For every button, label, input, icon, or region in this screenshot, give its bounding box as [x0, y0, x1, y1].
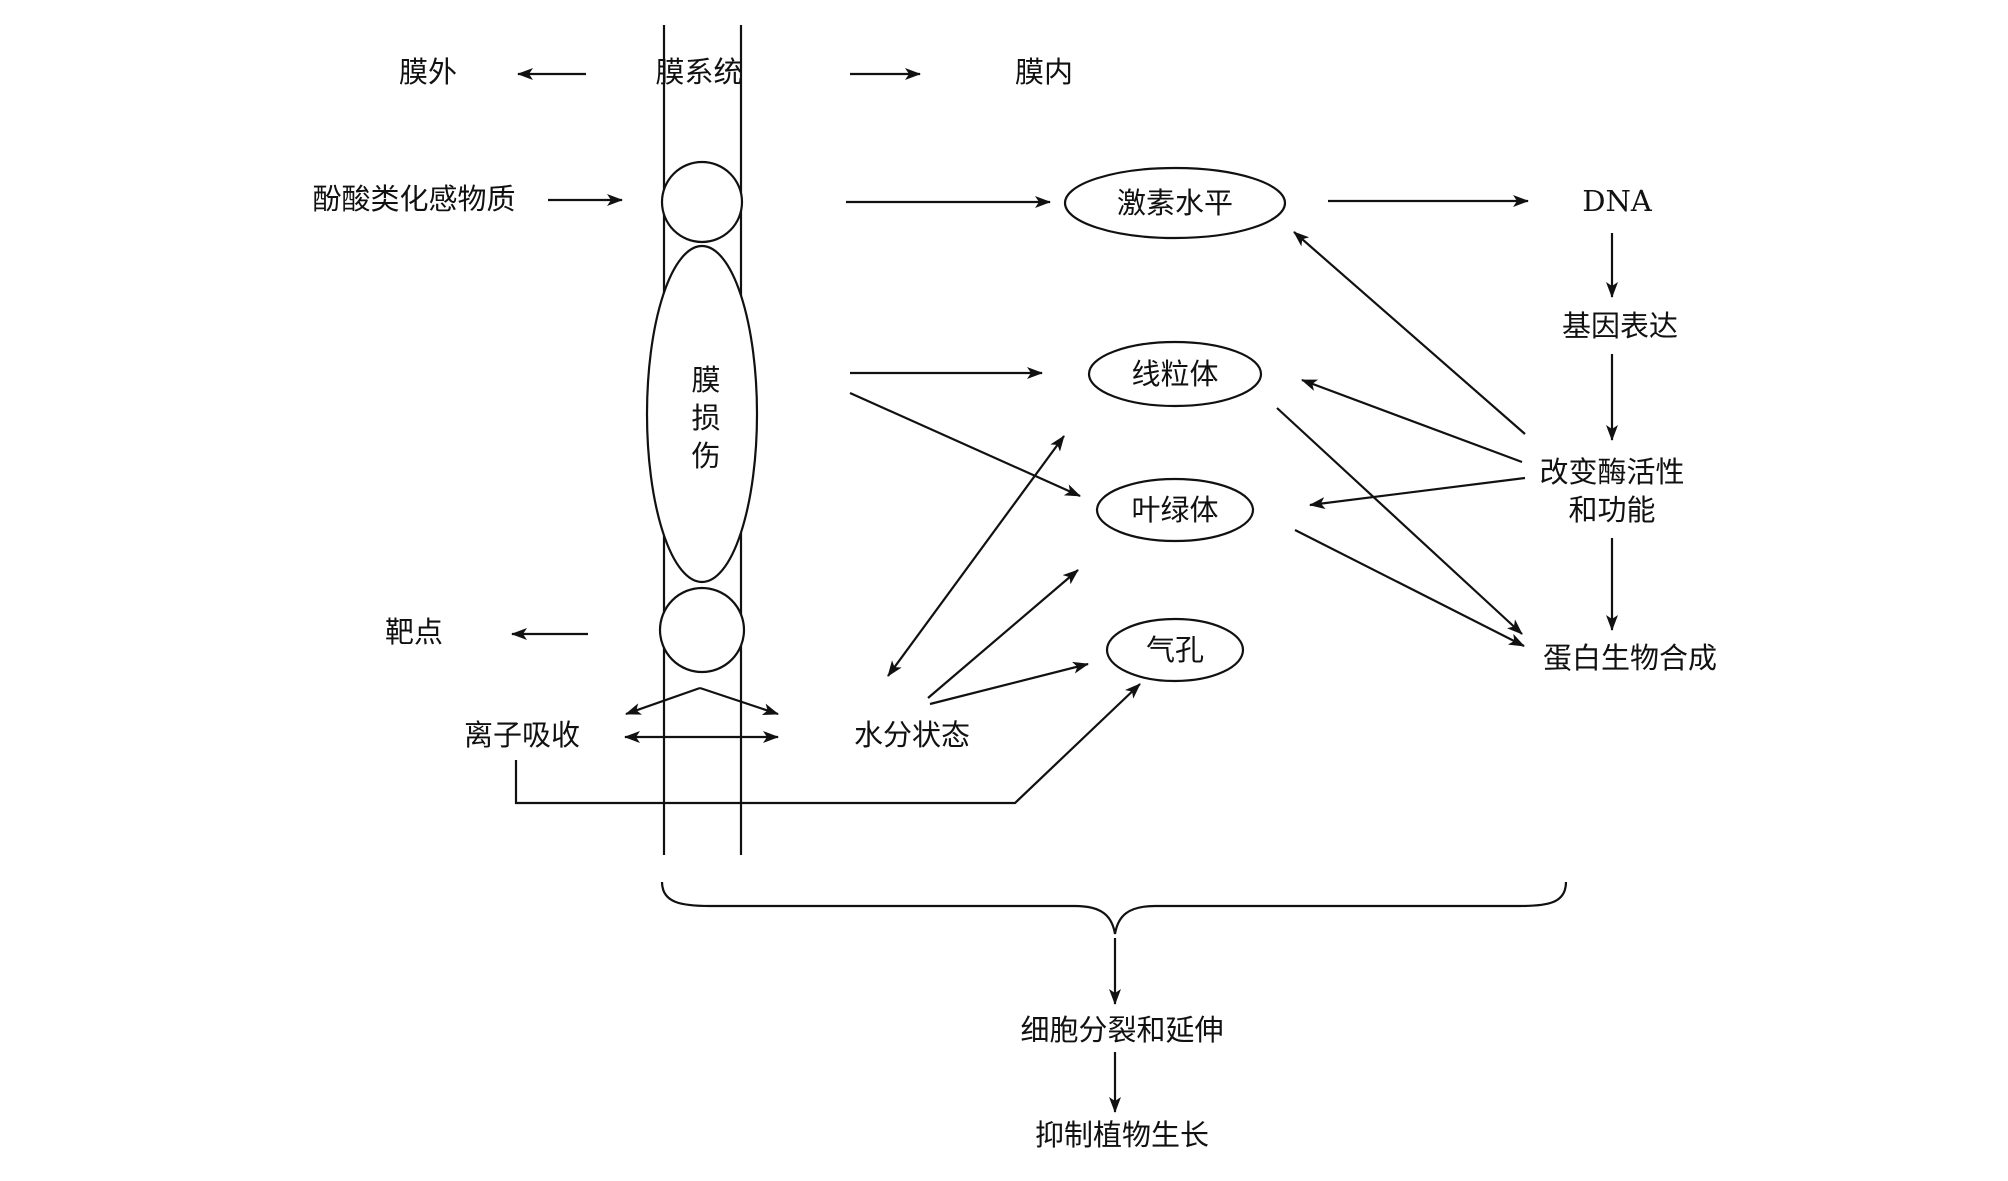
arrow-ion-to-stomata [514, 683, 1141, 805]
membrane-receptor-circle-top [660, 160, 744, 244]
label-inside: 膜内 [1015, 55, 1073, 89]
label-inhibit-growth: 抑制植物生长 [1035, 1118, 1209, 1152]
arrow-membrane-to-water [699, 686, 779, 716]
label-outside: 膜外 [399, 55, 457, 89]
membrane-circle-bottom [658, 586, 746, 674]
label-gene-expression: 基因表达 [1562, 309, 1678, 343]
label-ion-absorption: 离子吸收 [464, 718, 580, 752]
arrow-enzyme-to-mitochondria [1301, 378, 1523, 464]
node-chloroplast [1095, 477, 1255, 543]
arrow-water-mitochondria-bidirectional [887, 435, 1065, 677]
arrow-chloroplast-to-protein [1294, 529, 1525, 647]
label-water-status: 水分状态 [854, 718, 970, 752]
arrow-membrane-to-chloroplast [849, 391, 1081, 498]
label-membrane-system: 膜系统 [655, 55, 742, 89]
label-membrane-damage-3: 伤 [691, 439, 720, 473]
label-target: 靶点 [385, 615, 443, 649]
label-enzyme-change-2: 和功能 [1568, 493, 1655, 527]
arrow-water-to-chloroplast [927, 569, 1079, 699]
arrow-enzyme-to-hormone [1293, 231, 1526, 435]
node-stomata [1105, 617, 1245, 683]
label-protein-synthesis: 蛋白生物合成 [1543, 641, 1717, 675]
label-mitochondria: 线粒体 [1131, 357, 1218, 391]
label-hormone-level: 激素水平 [1117, 186, 1233, 220]
arrow-membrane-to-ion [625, 686, 701, 716]
label-enzyme-change-1: 改变酶活性 [1539, 455, 1684, 489]
label-membrane-damage-2: 损 [691, 401, 720, 435]
node-mitochondria [1087, 340, 1263, 408]
arrow-water-to-stomata [929, 661, 1089, 706]
label-stomata: 气孔 [1146, 633, 1204, 667]
node-hormone-level [1063, 166, 1287, 240]
label-chloroplast: 叶绿体 [1131, 493, 1218, 527]
label-dna: DNA [1582, 184, 1653, 218]
membrane-damage-ellipse [645, 244, 759, 584]
label-membrane-damage-1: 膜 [691, 363, 720, 397]
arrow-mitochondria-to-protein [1276, 407, 1523, 635]
label-phenolic-allelochemicals: 酚酸类化感物质 [312, 182, 515, 216]
summary-brace [660, 881, 1568, 935]
arrow-enzyme-to-chloroplast [1309, 476, 1526, 510]
label-cell-division: 细胞分裂和延伸 [1020, 1013, 1223, 1047]
